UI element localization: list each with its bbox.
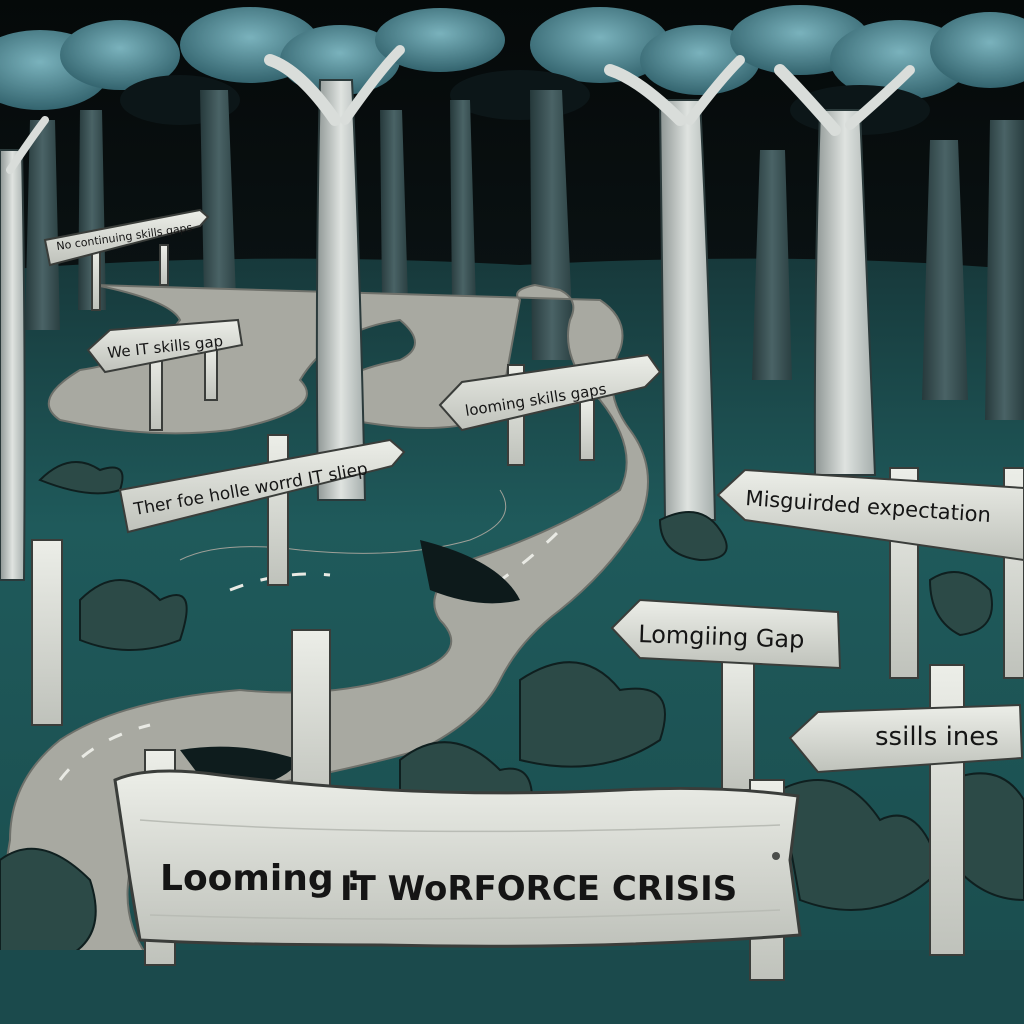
pale-trees	[0, 45, 915, 581]
sign-right-lower: ssills ines	[788, 703, 1024, 774]
sign-right-top: Misguirded expectation	[716, 468, 1024, 562]
crisis-banner: Looming : IT WoRFORCE CRISIS	[113, 769, 802, 948]
banner-nail	[772, 852, 780, 860]
banner-label-left: Looming :	[160, 858, 361, 899]
sign-right-middle-label: Lomgiing Gap	[638, 620, 805, 654]
sign-right-middle: Lomgiing Gap	[610, 598, 842, 670]
background-trunks	[25, 90, 1024, 420]
sign-right-lower-label: ssills ines	[875, 722, 999, 752]
banner-label-right: IT WoRFORCE CRISIS	[340, 869, 737, 909]
